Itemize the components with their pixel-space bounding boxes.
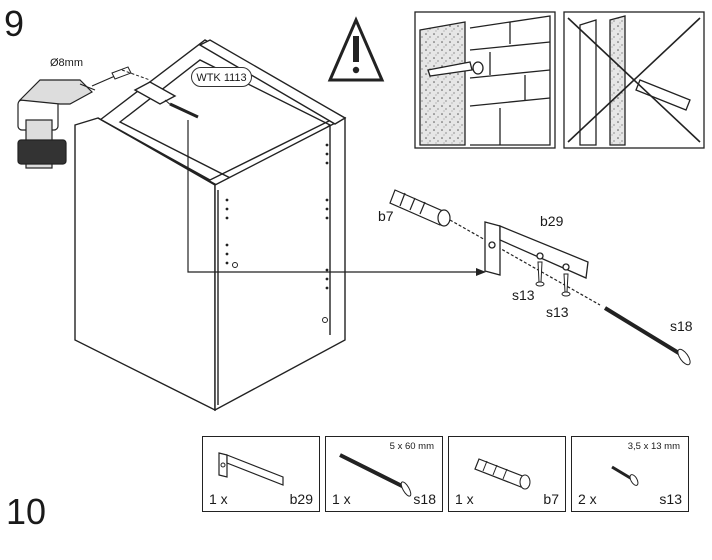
part-label-s13-b: s13 [546,304,569,320]
part-code: b29 [289,491,313,507]
drill-size-label: Ø8mm [50,57,83,69]
warning-triangle-icon [327,16,385,82]
dowel-b7-icon [389,189,601,306]
part-label-s13-a: s13 [512,287,535,303]
part-label-b7: b7 [378,208,394,224]
bracket-b29-icon [484,221,589,279]
screw-s13-icon [611,465,639,486]
part-dimension: 5 x 60 mm [389,441,434,452]
part-code: b7 [543,491,559,507]
part-qty: 1 x [455,491,474,507]
drill-icon [17,75,116,169]
part-label-s18: s18 [670,318,693,334]
cabinet-tag: WTK 1113 [191,67,252,87]
cabinet-holes [225,143,329,323]
part-code: s18 [413,491,436,507]
screw-s13-icon [535,261,571,297]
part-qty: 1 x [209,491,228,507]
wall-detail-incorrect [563,11,705,149]
part-box-b29: 1 x b29 [202,436,320,512]
part-box-s13: 3,5 x 13 mm 2 x s13 [571,436,689,512]
part-box-s18: 5 x 60 mm 1 x s18 [325,436,443,512]
part-label-b29: b29 [540,213,564,229]
screw-s18-icon [339,453,412,497]
screw-icon [164,99,199,119]
connector-arrow [187,120,476,273]
step-number-10: 10 [6,491,47,532]
cabinet-body [74,39,347,412]
part-qty: 2 x [578,491,597,507]
part-code: s13 [659,491,682,507]
bracket-b29-icon [218,452,284,486]
wall-detail-correct [414,11,556,149]
part-qty: 1 x [332,491,351,507]
dowel-b7-icon [474,458,531,490]
part-dimension: 3,5 x 13 mm [627,441,680,452]
assembly-illustration [17,11,705,412]
step-number-9: 9 [4,3,25,44]
screw-s18-icon [603,306,691,366]
screw-icon [111,66,151,81]
part-box-b7: 1 x b7 [448,436,566,512]
